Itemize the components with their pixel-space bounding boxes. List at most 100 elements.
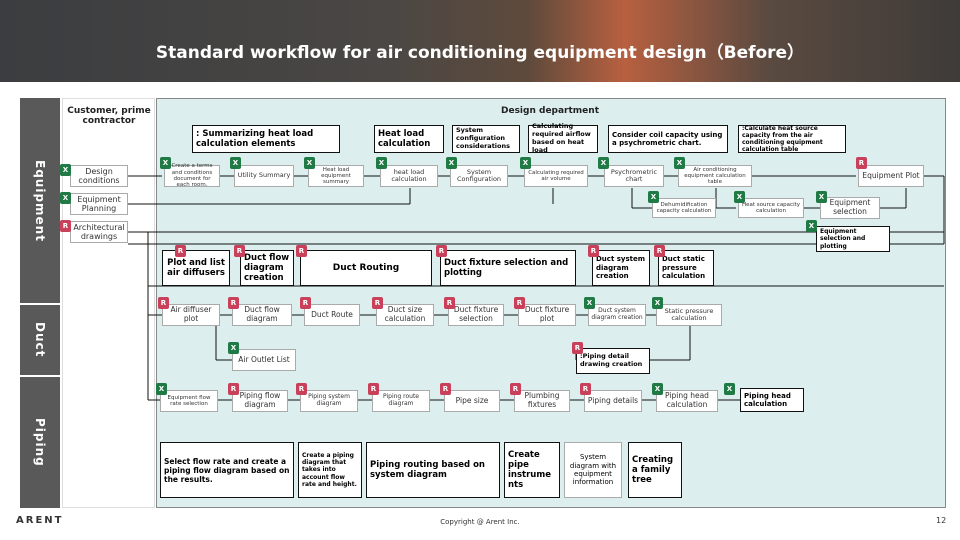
note-duct-system-diagram: Duct system diagram creation: [592, 250, 650, 286]
note-system-diagram-info: System diagram with equipment informatio…: [564, 442, 622, 498]
lane-piping-label: Piping: [33, 418, 47, 467]
air-outlet-list-node[interactable]: Air Outlet List: [232, 349, 296, 371]
excel-icon: X: [446, 157, 457, 169]
terms-conditions-node[interactable]: Create a terms and conditions document f…: [164, 163, 220, 188]
revit-icon: R: [580, 383, 591, 395]
excel-icon: X: [60, 192, 71, 204]
note-plot-list-diffusers: Plot and list air diffusers: [162, 250, 230, 286]
revit-icon: R: [228, 383, 239, 395]
duct-fixture-selection-node[interactable]: Duct fixture selection: [448, 304, 504, 326]
note-duct-fixture-selection: Duct fixture selection and plotting: [440, 250, 576, 286]
note-duct-routing: Duct Routing: [300, 250, 432, 286]
excel-icon: X: [816, 191, 827, 203]
equipment-selection-node[interactable]: Equipment selection: [820, 197, 880, 219]
excel-icon: X: [584, 297, 595, 309]
note-select-flow-rate: Select flow rate and create a piping flo…: [160, 442, 294, 498]
lane-piping: Piping: [20, 377, 60, 508]
customer-area-title: Customer, prime contractor: [67, 106, 151, 126]
static-pressure-calc-node[interactable]: Static pressure calculation: [656, 304, 722, 326]
duct-system-diagram-node[interactable]: Duct system diagram creation: [588, 304, 646, 326]
equipment-flow-rate-node[interactable]: Equipment flow rate selection: [160, 390, 218, 412]
revit-icon: R: [60, 220, 71, 232]
revit-icon: R: [228, 297, 239, 309]
excel-icon: X: [60, 164, 71, 176]
note-heat-load-calculation: Heat load calculation: [374, 125, 444, 153]
excel-icon: X: [304, 157, 315, 169]
lane-equipment: Equipment: [20, 98, 60, 303]
revit-icon: R: [158, 297, 169, 309]
note-heat-source-capacity: :Calculate heat source capacity from the…: [738, 125, 846, 153]
revit-icon: R: [175, 245, 186, 257]
revit-icon: R: [296, 245, 307, 257]
note-piping-head-calculation: Piping head calculation: [740, 388, 804, 412]
psychrometric-chart-node[interactable]: Psychrometric chart: [604, 165, 664, 187]
arent-logo: ARENT: [16, 515, 64, 526]
duct-flow-diagram-node[interactable]: Duct flow diagram: [232, 304, 292, 326]
note-piping-detail-drawing: :Piping detail drawing creation: [576, 348, 650, 374]
revit-icon: R: [300, 297, 311, 309]
required-air-volume-node[interactable]: Calculating required air volume: [524, 165, 588, 187]
revit-icon: R: [444, 297, 455, 309]
excel-icon: X: [734, 191, 745, 203]
revit-icon: R: [234, 245, 245, 257]
excel-icon: X: [724, 383, 735, 395]
note-summarizing-heat-load: : Summarizing heat load calculation elem…: [192, 125, 340, 153]
note-duct-flow-diagram: Duct flow diagram creation: [240, 250, 294, 286]
excel-icon: X: [160, 157, 171, 169]
piping-head-calc-node[interactable]: Piping head calculation: [656, 390, 718, 412]
piping-route-diagram-node[interactable]: Piping route diagram: [372, 390, 430, 412]
note-coil-capacity: Consider coil capacity using a psychrome…: [608, 125, 728, 153]
note-required-airflow: Calculating required airflow based on he…: [528, 123, 598, 154]
system-configuration-node[interactable]: System Configuration: [450, 165, 508, 187]
dehumidification-node[interactable]: Dehumidification capacity calculation: [652, 198, 716, 218]
excel-icon: X: [376, 157, 387, 169]
excel-icon: X: [156, 383, 167, 395]
note-create-piping-diagram: Create a piping diagram that takes into …: [298, 442, 362, 498]
plumbing-fixtures-node[interactable]: Plumbing fixtures: [514, 390, 570, 412]
revit-icon: R: [572, 342, 583, 354]
heat-load-summary-node[interactable]: Heat load equipment summary: [308, 165, 364, 187]
revit-icon: R: [436, 245, 447, 257]
design-area-title: Design department: [501, 106, 599, 116]
duct-route-node[interactable]: Duct Route: [304, 304, 360, 326]
lane-equipment-label: Equipment: [33, 159, 47, 242]
piping-flow-diagram-node[interactable]: Piping flow diagram: [232, 390, 288, 412]
revit-icon: R: [296, 383, 307, 395]
copyright: Copyright @ Arent Inc.: [440, 518, 520, 526]
revit-icon: R: [368, 383, 379, 395]
revit-icon: R: [654, 245, 665, 257]
piping-system-diagram-node[interactable]: Piping system diagram: [300, 390, 358, 412]
note-piping-routing: Piping routing based on system diagram: [366, 442, 500, 498]
ac-equipment-calc-node[interactable]: Air conditioning equipment calculation t…: [678, 165, 752, 187]
excel-icon: X: [230, 157, 241, 169]
equipment-plot-node[interactable]: Equipment Plot: [858, 165, 924, 187]
revit-icon: R: [514, 297, 525, 309]
excel-icon: X: [674, 157, 685, 169]
design-conditions-node[interactable]: Design conditions: [70, 165, 128, 187]
pipe-size-node[interactable]: Pipe size: [444, 390, 500, 412]
duct-fixture-plot-node[interactable]: Duct fixture plot: [518, 304, 576, 326]
piping-details-node[interactable]: Piping details: [584, 390, 642, 412]
excel-icon: X: [652, 297, 663, 309]
note-create-pipe-instruments: Create pipe instrume nts: [504, 442, 560, 498]
excel-icon: X: [520, 157, 531, 169]
heat-load-calc-node[interactable]: heat load calculation: [380, 165, 438, 187]
note-duct-static-pressure: Duct static pressure calculation: [658, 250, 714, 286]
note-system-config: System configuration considerations: [452, 125, 520, 153]
revit-icon: R: [588, 245, 599, 257]
heat-source-capacity-node[interactable]: Heat source capacity calculation: [738, 198, 804, 218]
air-diffuser-plot-node[interactable]: Air diffuser plot: [162, 304, 220, 326]
architectural-drawings-node[interactable]: Architectural drawings: [70, 221, 128, 243]
lane-duct: Duct: [20, 305, 60, 375]
revit-icon: R: [510, 383, 521, 395]
excel-icon: X: [598, 157, 609, 169]
page-number: 12: [936, 516, 947, 525]
header-banner: [0, 0, 960, 82]
excel-icon: X: [228, 342, 239, 354]
equipment-planning-node[interactable]: Equipment Planning: [70, 193, 128, 215]
duct-size-calc-node[interactable]: Duct size calculation: [376, 304, 434, 326]
utility-summary-node[interactable]: Utility Summary: [234, 165, 294, 187]
excel-icon: X: [648, 191, 659, 203]
excel-icon: X: [652, 383, 663, 395]
